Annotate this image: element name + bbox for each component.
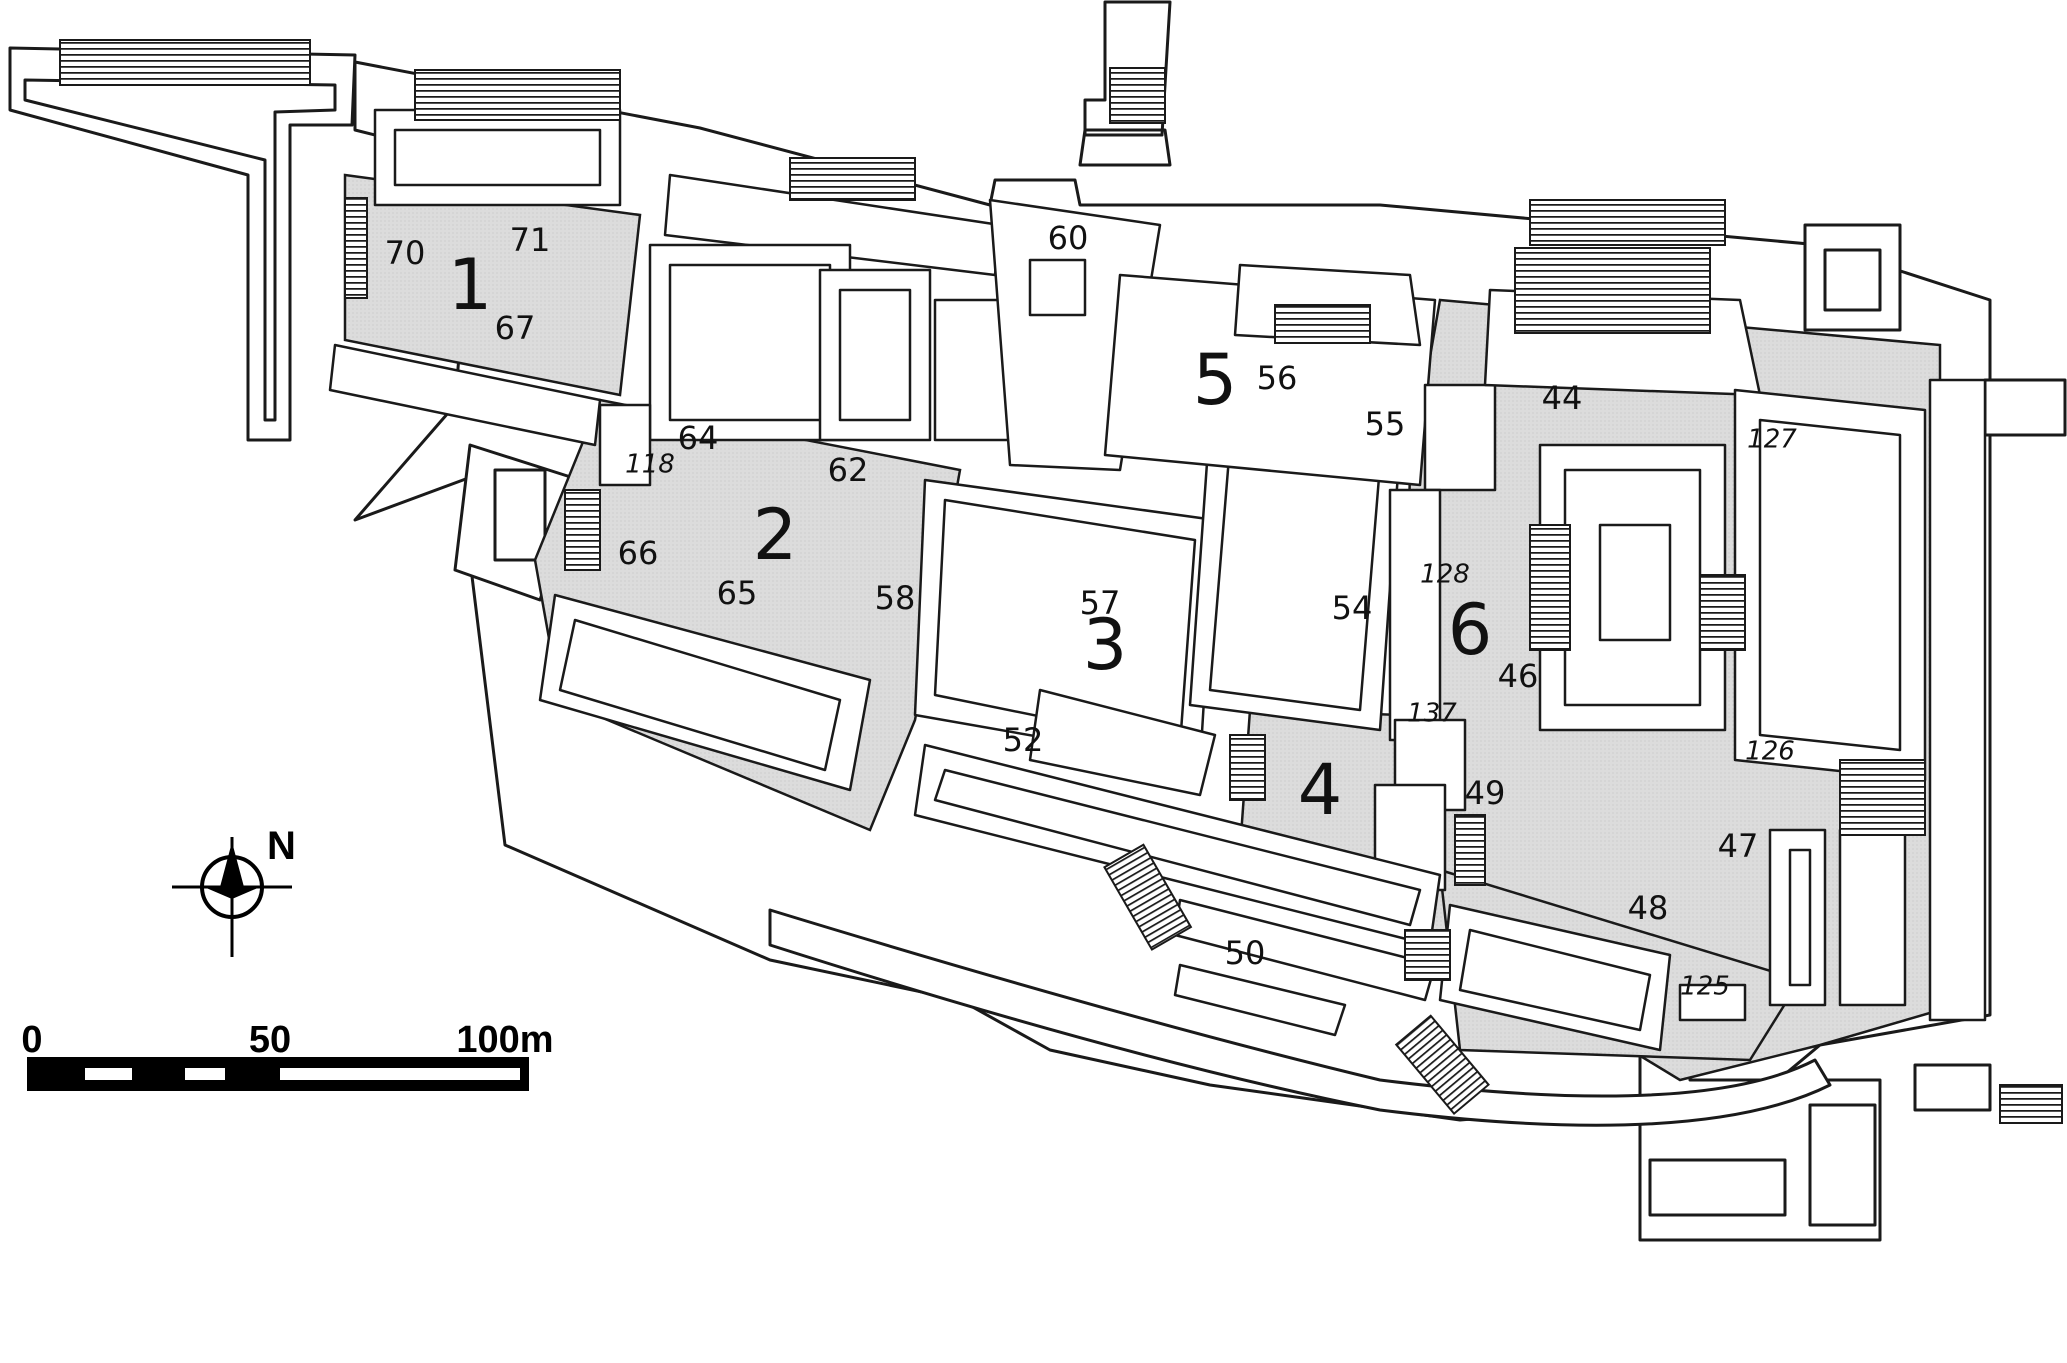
court-label-5: 5	[1193, 339, 1238, 421]
room-label-125: 125	[1680, 972, 1730, 1002]
room-label-47: 47	[1718, 827, 1759, 865]
room-label-66: 66	[618, 534, 659, 572]
room-label-128: 128	[1420, 560, 1470, 590]
room-label-67: 67	[495, 309, 536, 347]
room-label-60: 60	[1048, 219, 1089, 257]
compass-icon	[172, 837, 292, 957]
north-arrow: N	[172, 824, 296, 957]
room-label-46: 46	[1498, 657, 1539, 695]
room-label-70: 70	[385, 234, 426, 272]
room-label-56: 56	[1257, 359, 1298, 397]
room-label-62: 62	[828, 451, 869, 489]
room-label-50: 50	[1225, 934, 1266, 972]
court-label-2: 2	[753, 494, 798, 576]
room-label-58: 58	[875, 579, 916, 617]
room-label-65: 65	[717, 574, 758, 612]
scale-tick-50: 50	[249, 1019, 291, 1061]
room-label-55: 55	[1365, 405, 1406, 443]
room-label-126: 126	[1745, 737, 1795, 767]
room-label-118: 118	[625, 450, 675, 480]
room-label-44: 44	[1542, 379, 1583, 417]
scale-tick-100m: 100m	[456, 1019, 553, 1061]
court-label-6: 6	[1448, 589, 1493, 671]
room-label-137: 137	[1407, 699, 1457, 729]
building-blocks	[328, 108, 1987, 1052]
room-label-57: 57	[1080, 584, 1121, 622]
room-label-49: 49	[1465, 774, 1506, 812]
room-label-54: 54	[1332, 589, 1373, 627]
room-label-48: 48	[1628, 889, 1669, 927]
court-label-4: 4	[1298, 749, 1343, 831]
room-label-127: 127	[1747, 425, 1797, 455]
room-label-52: 52	[1003, 721, 1044, 759]
hatched-stairs	[59, 39, 2063, 1124]
court-label-1: 1	[448, 244, 493, 326]
scale-tick-0: 0	[21, 1019, 42, 1061]
scale-bar: 0 50 100m	[21, 1019, 554, 1091]
north-label: N	[267, 824, 296, 868]
court-label-3: 3	[1083, 604, 1128, 686]
room-label-64: 64	[678, 419, 719, 457]
room-label-71: 71	[510, 221, 551, 259]
